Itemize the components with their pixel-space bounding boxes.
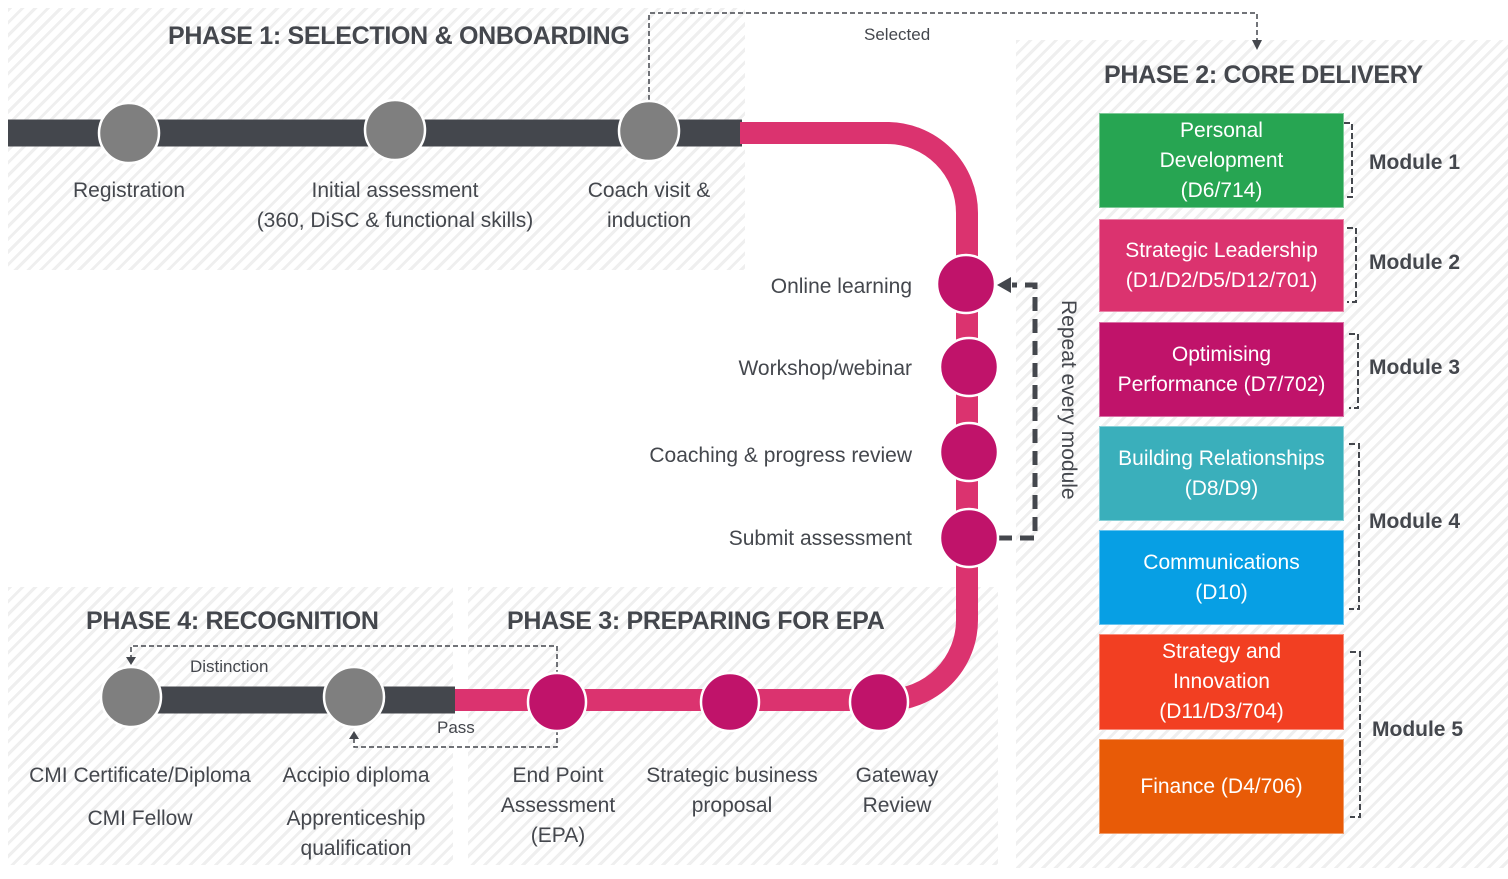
module2-bracket <box>1347 227 1357 303</box>
node-coach-visit <box>617 99 681 163</box>
step-coach-visit-label: Coach visit & induction <box>587 179 711 232</box>
node-cmi-certificate <box>99 665 163 729</box>
phase1-title: PHASE 1: SELECTION & ONBOARDING <box>168 22 630 50</box>
phase2-title: PHASE 2: CORE DELIVERY <box>1104 61 1423 89</box>
node-online-learning <box>935 253 997 315</box>
step-epa-label: End Point Assessment (EPA) <box>500 764 616 847</box>
node-registration <box>97 101 161 165</box>
distinction-arrow-icon <box>126 657 136 665</box>
selected-label: Selected <box>864 25 931 44</box>
step-coaching-label: Coaching & progress review <box>649 444 912 467</box>
phase4-panel <box>8 587 453 865</box>
node-submit-assessment <box>938 507 1000 569</box>
node-gateway-review <box>848 671 910 733</box>
module5-label: Module 5 <box>1372 718 1464 741</box>
module-box-personal-development: Personal Development (D6/714) <box>1099 113 1344 208</box>
pass-connector <box>353 730 558 748</box>
pass-label: Pass <box>437 718 475 737</box>
selected-connector <box>648 12 1258 100</box>
module2-label: Module 2 <box>1369 251 1461 274</box>
module4-bracket <box>1349 443 1360 610</box>
step-accipio-diploma-label: Accipio diploma Apprenticeship qualifica… <box>282 764 430 860</box>
distinction-label: Distinction <box>190 657 269 676</box>
pass-arrow-icon <box>349 731 359 739</box>
step-registration-label: Registration <box>72 179 186 202</box>
step-cmi-certificate-label: CMI Certificate/Diploma CMI Fellow <box>29 764 251 830</box>
phase4-title: PHASE 4: RECOGNITION <box>86 607 379 635</box>
phase2-track <box>455 122 978 711</box>
module-box-strategy-innovation: Strategy and Innovation (D11/D3/704) <box>1099 634 1344 730</box>
node-initial-assessment <box>363 98 427 162</box>
module-box-communications: Communications (D10) <box>1099 530 1344 625</box>
step-workshop-label: Workshop/webinar <box>738 357 912 380</box>
module3-bracket <box>1349 333 1359 409</box>
module3-label: Module 3 <box>1369 356 1461 379</box>
module-box-building-relationships: Building Relationships (D8/D9) <box>1099 426 1344 521</box>
module4-label: Module 4 <box>1369 510 1461 533</box>
module5-bracket <box>1350 651 1361 818</box>
module-box-optimising-performance: Optimising Performance (D7/702) <box>1099 322 1344 417</box>
step-gateway-review-label: Gateway Review <box>855 764 939 817</box>
repeat-every-module-label: Repeat every module <box>1057 300 1080 500</box>
module-box-finance: Finance (D4/706) <box>1099 739 1344 834</box>
step-initial-assessment-label: Initial assessment (360, DiSC & function… <box>256 179 534 232</box>
repeat-arrow-icon <box>997 277 1011 293</box>
module-box-strategic-leadership: Strategic Leadership (D1/D2/D5/D12/701) <box>1099 219 1344 312</box>
repeat-loop-connector <box>998 282 1038 541</box>
module1-label: Module 1 <box>1369 151 1461 174</box>
distinction-connector <box>130 645 558 675</box>
node-epa <box>526 671 588 733</box>
node-workshop-webinar <box>938 336 1000 398</box>
node-coaching-review <box>938 421 1000 483</box>
phase3-title: PHASE 3: PREPARING FOR EPA <box>507 607 885 635</box>
node-strategic-proposal <box>699 671 761 733</box>
node-accipio-diploma <box>322 665 386 729</box>
step-strategic-proposal-label: Strategic business proposal <box>646 764 818 817</box>
step-online-learning-label: Online learning <box>770 275 912 298</box>
module1-bracket <box>1344 122 1353 198</box>
selected-arrow-icon <box>1252 40 1262 50</box>
step-submit-assessment-label: Submit assessment <box>728 527 912 550</box>
